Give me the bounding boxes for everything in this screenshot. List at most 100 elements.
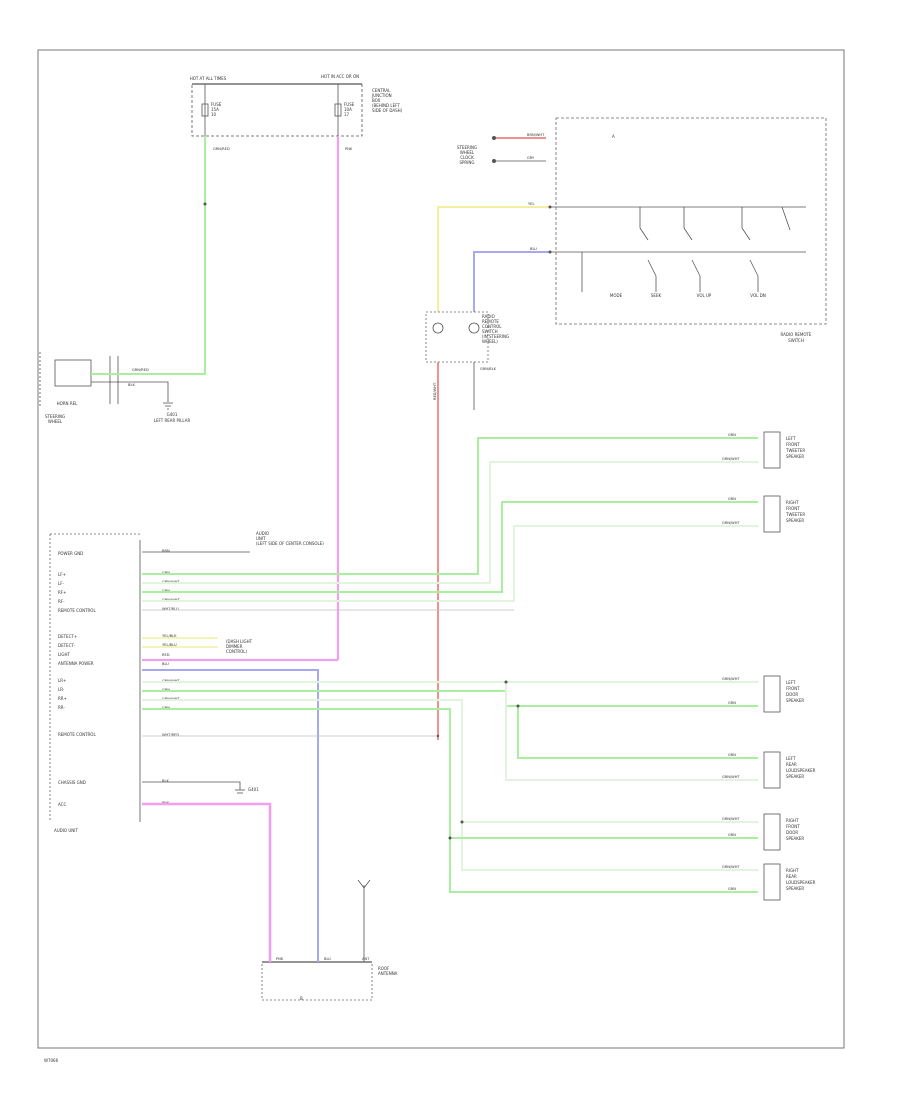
audio-side-label-2: LF+ xyxy=(58,572,66,577)
fuse-right-text-2: 10A xyxy=(344,107,352,112)
audio-side-label-6: REMOTE CONTROL xyxy=(58,608,96,613)
horn-body xyxy=(54,359,92,387)
clock-spring: RADIO REMOTE CONTROL SWITCH (IN STEERING… xyxy=(425,311,509,410)
audio-connector-caption-1: AUDIO xyxy=(256,531,269,536)
fuse-box-left-label: HOT AT ALL TIMES xyxy=(190,76,227,81)
switch-3-lower xyxy=(691,259,701,277)
clock-spring-label-2: REMOTE xyxy=(482,319,499,324)
side-pin-label-1: BRN/WHT xyxy=(527,133,545,137)
audio-side-label-5: RF- xyxy=(58,599,65,604)
speaker-4-wire-b: GRN/WHT xyxy=(722,775,740,779)
speaker-6-name-2: REAR xyxy=(786,874,797,879)
audio-wire-label-10: RED xyxy=(162,653,170,657)
fuse-left-element xyxy=(201,103,209,117)
audio-wire-label-17: WHT/RED xyxy=(162,733,179,737)
fuse-left-text-3: 10 xyxy=(211,112,217,117)
speaker-1-wire-b: GRN/WHT xyxy=(722,457,740,461)
wire-lrl-branch-b xyxy=(517,706,758,759)
wire-rf-plus xyxy=(142,501,758,593)
switch-3-blade xyxy=(683,227,693,241)
wire-label-pink-top: PNK xyxy=(345,147,353,151)
speaker-2-name-3: TWEETER xyxy=(785,512,805,517)
central-junction-box: HOT AT ALL TIMES HOT IN ACC OR ON FUSE 1… xyxy=(190,74,403,137)
speaker-2-body xyxy=(763,495,781,533)
speaker-3-name-1: LEFT xyxy=(786,680,796,685)
audio-wire-label-6: WHT/BLU xyxy=(162,607,179,611)
horn-connector-label-1: STEERING xyxy=(45,414,65,419)
side-pin-label-2: GRY xyxy=(527,156,535,160)
audio-side-label-15: RR- xyxy=(58,705,65,710)
audio-side-label-11: ANTENNA POWER xyxy=(58,661,94,666)
switch-block-caption-2: SWITCH xyxy=(788,338,804,343)
fuse-right: FUSE 10A 17 xyxy=(334,84,355,136)
horn-ground-label-2: LEFT REAR PILLAR xyxy=(154,418,191,423)
audio-wire-label-8: YEL/BLK xyxy=(162,634,177,638)
audio-connector-caption-3: (LEFT SIDE OF CENTER CONSOLE) xyxy=(256,541,324,546)
speaker-2-name-2: FRONT xyxy=(786,506,800,511)
wire-label-red: RED/WHT xyxy=(433,382,437,400)
wire-yellow xyxy=(437,206,550,312)
audio-side-label-17: REMOTE CONTROL xyxy=(58,732,96,737)
speaker-3-wire-a: GRN/WHT xyxy=(722,677,740,681)
speaker-5-name-4: SPEAKER xyxy=(786,836,804,841)
clock-spring-label-3: CONTROL xyxy=(482,324,502,329)
wire-chassis-gnd xyxy=(142,781,241,790)
wire-pink-acc xyxy=(142,802,272,948)
speaker-6-name-4: SPEAKER xyxy=(786,886,804,891)
speaker-1-name-4: SPEAKER xyxy=(786,454,804,459)
wire-lrl-branch-a xyxy=(505,682,758,781)
fuse-left-text-2: 15A xyxy=(211,107,219,112)
switch-label-mode: MODE xyxy=(610,293,623,298)
audio-side-label-10: LIGHT xyxy=(58,652,71,657)
speaker-right-rear: GRN/WHT GRN RIGHT REAR LOUDSPEAKER SPEAK… xyxy=(722,863,816,901)
audio-wire-label-20: BLK xyxy=(162,779,169,783)
junction-box-label-2: JUNCTION xyxy=(371,93,392,98)
speaker-6-name-3: LOUDSPEAKER xyxy=(786,880,816,885)
audio-unit: AUDIO UNIT AUDIO UNIT (LEFT SIDE OF CENT… xyxy=(49,531,324,833)
audio-wire-label-0: BRN xyxy=(162,549,170,553)
radio-remote-switch-block: A BRN/WHT GRY STEERING WHEEL CLOCK SPRIN… xyxy=(457,117,827,343)
wire-rr-minus xyxy=(142,708,758,893)
audio-side-label-14: RR+ xyxy=(58,696,67,701)
switch-block-marker: A xyxy=(612,134,615,139)
horn-wire-b-label: BLK xyxy=(128,383,135,387)
antenna-symbol-icon xyxy=(357,879,371,889)
speaker-5-wire-a: GRN/WHT xyxy=(722,817,740,821)
speaker-5-name-2: FRONT xyxy=(786,824,800,829)
roof-antenna: B ROOF ANTENNA PNK BLU ANT xyxy=(261,879,398,1001)
wire-lf-minus xyxy=(142,461,758,584)
side-caption-2: WHEEL xyxy=(460,150,475,155)
speaker-right-front-door: GRN/WHT GRN RIGHT FRONT DOOR SPEAKER xyxy=(722,813,804,851)
switch-4-lower xyxy=(749,259,759,277)
switch-pin-yellow xyxy=(548,205,552,209)
speaker-1-wire-a: GRN xyxy=(728,433,736,437)
antenna-wire-label-blue: BLU xyxy=(324,957,331,961)
dimmer-note-3: CONTROL) xyxy=(226,649,248,654)
speaker-6-wire-b: GRN xyxy=(728,887,736,891)
fuse-right-text-1: FUSE xyxy=(344,102,355,107)
speaker-2-name-1: RIGHT xyxy=(786,500,799,505)
speaker-right-front-tweeter: GRN GRN/WHT RIGHT FRONT TWEETER SPEAKER xyxy=(722,495,805,533)
clock-spring-label-6: WHEEL) xyxy=(482,339,498,344)
clock-spring-ground-label: GRN/BLK xyxy=(480,367,497,371)
splice-lr xyxy=(504,680,508,684)
speaker-3-name-4: SPEAKER xyxy=(786,698,804,703)
speaker-left-rear: GRN GRN/WHT LEFT REAR LOUDSPEAKER SPEAKE… xyxy=(722,751,816,789)
audio-side-label-12: LR+ xyxy=(58,678,66,683)
fuse-box-right-label: HOT IN ACC OR ON xyxy=(321,74,359,79)
speaker-5-name-3: DOOR xyxy=(786,830,798,835)
splice-lr-2 xyxy=(516,704,520,708)
switch-2-blade xyxy=(639,227,649,241)
speaker-1-body xyxy=(763,431,781,469)
speaker-1-name-2: FRONT xyxy=(786,442,800,447)
audio-side-label-4: RF+ xyxy=(58,590,66,595)
speaker-6-wire-a: GRN/WHT xyxy=(722,865,740,869)
speaker-left-front-tweeter: GRN GRN/WHT LEFT FRONT TWEETER SPEAKER xyxy=(722,431,805,469)
speaker-3-body xyxy=(763,675,781,713)
junction-box-label-4: (BEHIND LEFT xyxy=(372,103,400,108)
horn-assembly: HORN REL STEERING WHEEL GRN/RED BLK G401… xyxy=(39,352,191,424)
splice-green xyxy=(203,202,207,206)
clock-spring-coil-right xyxy=(468,322,480,334)
ground-symbol-chassis xyxy=(235,789,245,794)
junction-box-label-5: SIDE OF DASH) xyxy=(372,108,403,113)
